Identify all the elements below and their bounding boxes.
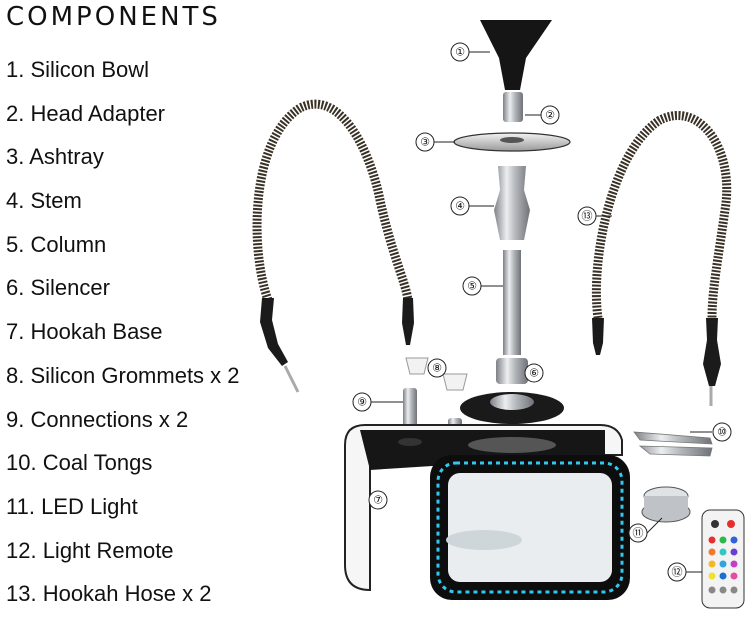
svg-text:⑦: ⑦ — [373, 494, 383, 507]
coal-tongs-shape — [633, 431, 713, 457]
components-list: 1. Silicon Bowl 2. Head Adapter 3. Ashtr… — [6, 56, 240, 624]
hookah-hose-right — [591, 111, 732, 406]
callout-4 — [450, 196, 470, 216]
svg-text:⑨: ⑨ — [357, 396, 367, 409]
svg-text:⑤: ⑤ — [467, 280, 477, 293]
list-item: 12. Light Remote — [6, 537, 174, 563]
callout-12 — [667, 562, 687, 582]
svg-text:⑧: ⑧ — [432, 362, 442, 375]
callout-13 — [577, 206, 597, 226]
svg-text:③: ③ — [420, 136, 430, 149]
silencer-shape — [496, 358, 528, 384]
hookah-base — [344, 424, 630, 600]
list-item: 9. Connections x 2 — [6, 406, 189, 432]
svg-text:①: ① — [455, 46, 465, 59]
list-item: 5. Column — [6, 231, 107, 257]
list-item: 1. Silicon Bowl — [6, 57, 150, 82]
column-shape — [503, 250, 521, 355]
list-item: 13. Hookah Hose x 2 — [6, 581, 212, 607]
callout-10 — [712, 422, 732, 442]
svg-text:②: ② — [545, 109, 555, 122]
svg-text:⑫: ⑫ — [672, 566, 683, 579]
callout-2 — [540, 105, 560, 125]
silicon-grommet-1 — [405, 357, 429, 375]
callout-9 — [352, 392, 372, 412]
callout-3 — [415, 132, 435, 152]
head-adapter-shape — [503, 92, 523, 122]
callout-5 — [462, 276, 482, 296]
list-item: 6. Silencer — [6, 275, 110, 301]
silicon-bowl-shape — [480, 20, 552, 90]
callout-1 — [450, 42, 470, 62]
svg-text:④: ④ — [455, 200, 465, 213]
list-item: 2. Head Adapter — [6, 100, 166, 126]
list-item: 4. Stem — [6, 188, 82, 214]
callout-7 — [368, 490, 388, 510]
svg-text:⑩: ⑩ — [717, 426, 727, 439]
callout-6 — [524, 363, 544, 383]
svg-text:⑬: ⑬ — [582, 210, 593, 223]
list-item: 8. Silicon Grommets x 2 — [6, 362, 240, 388]
svg-text:⑪: ⑪ — [633, 527, 644, 540]
hookah-hose-left — [252, 99, 414, 393]
list-item: 3. Ashtray — [6, 144, 104, 170]
light-remote — [701, 509, 745, 609]
svg-text:⑥: ⑥ — [529, 367, 539, 380]
stem-shape — [494, 166, 530, 240]
components-heading: COMPONENTS — [6, 2, 221, 32]
callout-8 — [427, 358, 447, 378]
list-item: 7. Hookah Base — [6, 319, 163, 345]
list-item: 11. LED Light — [6, 493, 138, 519]
callout-11 — [628, 523, 648, 543]
silicon-grommet-2 — [442, 373, 468, 391]
list-item: 10. Coal Tongs — [6, 450, 153, 476]
